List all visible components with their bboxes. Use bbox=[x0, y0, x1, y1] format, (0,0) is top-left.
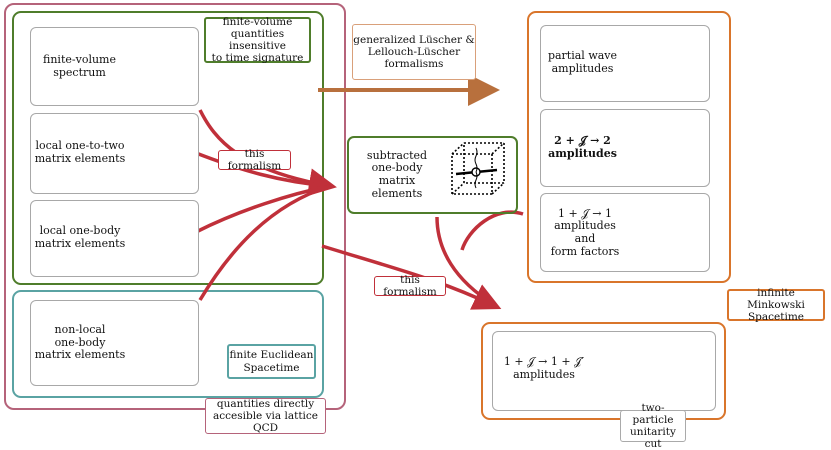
cell-partial-wave bbox=[540, 25, 710, 102]
cube-icon-5 bbox=[451, 142, 505, 195]
euclidean-frame bbox=[12, 290, 324, 398]
lattice-qcd-caption: quantities directly accesible via lattic… bbox=[205, 398, 326, 434]
cell-one-body bbox=[30, 200, 199, 277]
luscher-label: generalized Lüscher & Lellouch-Lüscher f… bbox=[352, 24, 476, 80]
cell-two-current bbox=[492, 331, 716, 411]
formalism-label-bottom: this formalism bbox=[374, 274, 446, 298]
cell-one-current-one-label: 1 + 𝒥 → 1 amplitudes and form factors bbox=[550, 206, 620, 258]
cell-spectrum bbox=[30, 27, 199, 106]
lattice-qcd-frame bbox=[4, 3, 346, 410]
cell-one-current-one bbox=[540, 193, 710, 272]
cell-partial-wave-label: partial wave amplitudes bbox=[547, 49, 618, 75]
finite-volume-caption: finite-volume quantities insensitive to … bbox=[204, 16, 311, 64]
minkowski-caption: infinite Minkowski Spacetime bbox=[727, 287, 825, 323]
cell-two-current-two-label: 2 + 𝒥 → 2 amplitudes bbox=[548, 134, 617, 160]
minkowski-frame bbox=[527, 11, 731, 283]
cell-two-current-label: 1 + 𝒥 → 1 + 𝒥′ amplitudes bbox=[503, 355, 585, 381]
transition-frame bbox=[481, 322, 726, 420]
cell-spectrum-label: finite-volume spectrum bbox=[43, 53, 116, 79]
subtracted-label: subtracted one-body matrix elements bbox=[366, 148, 428, 200]
cell-two-current-two bbox=[540, 109, 710, 187]
cell-one-to-two bbox=[30, 113, 199, 194]
formalism-label-top: this formalism bbox=[218, 148, 291, 172]
cell-one-to-two-label: local one-to-two matrix elements bbox=[34, 139, 126, 165]
euclidean-caption: finite Euclidean Spacetime bbox=[227, 344, 316, 379]
unitarity-cut-caption: two-particle unitarity cut bbox=[620, 402, 686, 450]
cell-nonlocal bbox=[30, 300, 199, 386]
finite-volume-frame bbox=[12, 11, 324, 285]
subtracted-box bbox=[347, 136, 518, 214]
cell-nonlocal-label: non-local one-body matrix elements bbox=[34, 323, 126, 362]
cell-one-body-label: local one-body matrix elements bbox=[34, 224, 126, 250]
